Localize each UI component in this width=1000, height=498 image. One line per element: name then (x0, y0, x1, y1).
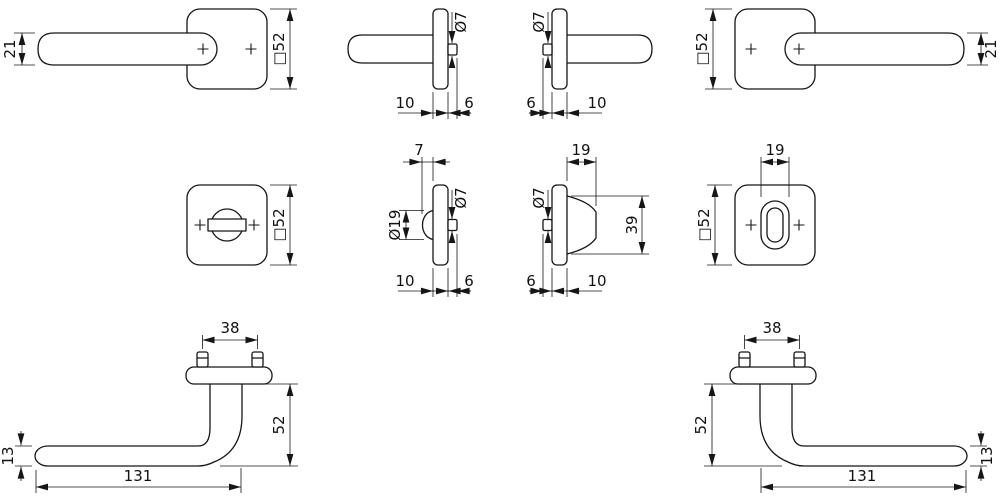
spindle-stub (447, 218, 458, 232)
dim-label: Ø7 (530, 187, 548, 208)
dim-grip-thick-v9 (15, 431, 32, 481)
spindle-stub (542, 218, 553, 232)
dim-turn-proj-v7 (566, 157, 597, 206)
fixing-screw (251, 351, 264, 368)
dim-length-v9 (35, 468, 242, 493)
view-lever-profile-left (34, 351, 273, 467)
dim-height-v10 (704, 383, 782, 467)
dim-label: 6 (464, 272, 474, 290)
dim-label: Ø19 (386, 210, 404, 241)
view-knob-side (421, 184, 458, 266)
view-handle-front-left (37, 8, 268, 90)
rosette-profile (432, 184, 449, 266)
rosette-profile (551, 184, 568, 266)
dim-label: □52 (693, 32, 711, 65)
dim-thickness-v7 (529, 234, 602, 297)
lever-silhouette (34, 382, 243, 467)
dim-rosette-v5 (270, 184, 297, 266)
view-turn-front (734, 184, 816, 266)
dim-label: 21 (982, 39, 1000, 58)
dim-label: 21 (1, 39, 19, 58)
dim-knob-proj-v6 (403, 157, 450, 214)
dim-label: 10 (587, 94, 606, 112)
neck-arc (200, 32, 218, 66)
fixing-screw (196, 351, 209, 368)
dim-height-v9 (220, 383, 298, 467)
dim-label: 10 (587, 272, 606, 290)
dim-label: □52 (270, 32, 288, 65)
dim-label: 19 (571, 141, 590, 159)
dim-label: 10 (395, 272, 414, 290)
dim-label: 13 (978, 446, 996, 465)
knob-dome (421, 209, 434, 241)
dim-thickness-v3 (529, 58, 602, 119)
dim-turn-length-v7 (571, 195, 649, 255)
dim-rosette-v1 (270, 8, 297, 90)
dim-label: 131 (124, 467, 153, 485)
dim-grip-width-v4 (967, 32, 988, 66)
dim-label: 52 (692, 415, 710, 434)
dim-screw-dist-v9 (202, 335, 258, 349)
view-lever-profile-right (729, 351, 968, 467)
dim-label: 6 (526, 94, 536, 112)
rosette-plate (734, 184, 816, 266)
rosette-profile (432, 8, 449, 90)
dim-label: Ø7 (530, 11, 548, 32)
dim-label: 6 (526, 272, 536, 290)
dim-grip-width-v1 (14, 32, 35, 66)
dim-label: 7 (414, 141, 424, 159)
dim-label: 38 (220, 319, 239, 337)
dim-label: □52 (695, 208, 713, 241)
lever-grip-side (347, 34, 433, 64)
lever-grip (37, 32, 201, 66)
dim-label: Ø7 (452, 11, 470, 32)
dim-thickness-v6 (398, 234, 471, 297)
dim-label: 6 (464, 94, 474, 112)
dim-length-v10 (760, 468, 967, 493)
dim-label: 131 (848, 467, 877, 485)
dim-label: 52 (270, 415, 288, 434)
view-turn-side (542, 184, 597, 266)
dim-grip-thick-v10 (970, 431, 987, 481)
thumbturn-outer (760, 200, 790, 250)
dim-knob-dia-v6 (399, 210, 424, 240)
view-wc-rosette-front (186, 184, 268, 266)
thumbturn-knob (566, 195, 597, 255)
dim-turn-width-v8 (760, 157, 790, 197)
dim-label: □52 (270, 208, 288, 241)
spindle-stub (447, 43, 458, 56)
view-rosette-side-right (542, 8, 653, 90)
thumbturn-inner (766, 207, 784, 243)
view-rosette-side-left (347, 8, 458, 90)
dim-label: 38 (762, 319, 781, 337)
release-slot (207, 218, 247, 232)
dim-thickness-v2 (398, 58, 471, 119)
dim-label: 39 (623, 215, 641, 234)
dim-rosette-v4 (705, 8, 732, 90)
dim-label: 19 (765, 141, 784, 159)
dim-label: 10 (395, 94, 414, 112)
view-handle-front-right (735, 9, 964, 89)
dim-screw-dist-v10 (744, 335, 800, 349)
dim-label: 13 (0, 446, 17, 465)
dim-label: Ø7 (452, 187, 470, 208)
rosette-edge (185, 366, 273, 385)
dim-rosette-v8 (707, 184, 732, 266)
